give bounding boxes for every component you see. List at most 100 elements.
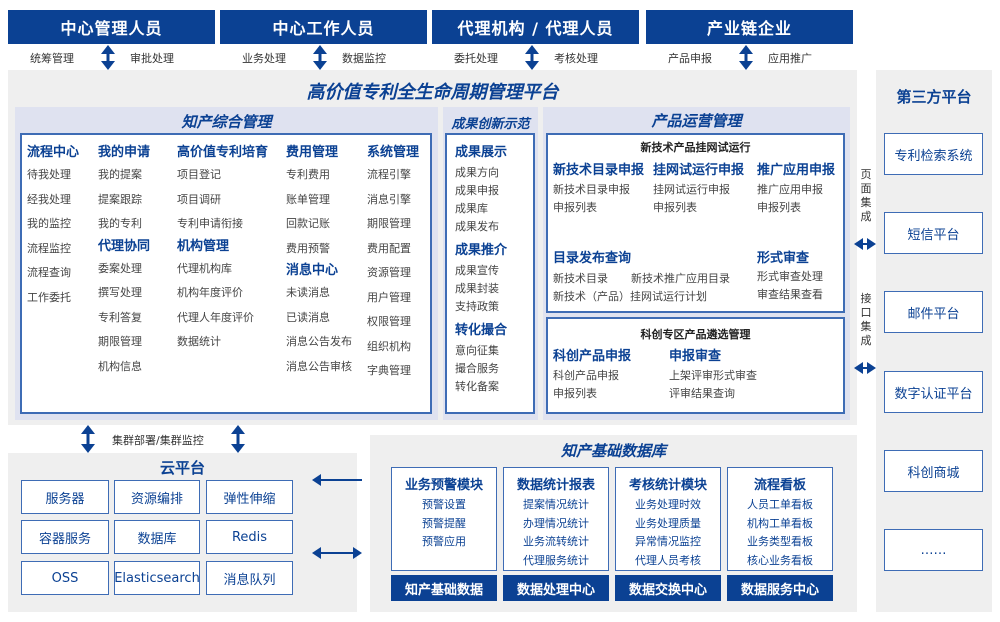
item-list: 科创产品申报申报列表 — [553, 367, 663, 403]
menu-item: 待我处理 — [27, 168, 71, 181]
double-arrow-icon — [312, 547, 362, 559]
menu-item: 消息引擎 — [367, 192, 411, 206]
ip-mgmt-title: 知产综合管理 — [181, 113, 272, 131]
item-list: 挂网试运行申报申报列表 — [653, 181, 748, 217]
third-party-title: 第三方平台 — [896, 88, 972, 106]
menu-item: 申报列表 — [757, 201, 801, 214]
menu-item: 成果宣传 — [455, 264, 499, 277]
menu-item: 成果申报 — [455, 184, 499, 197]
double-arrow-icon — [739, 45, 753, 70]
module-item: 业务处理时效 — [635, 498, 701, 511]
menu-item: 上架评审形式审查 — [669, 369, 757, 382]
double-arrow-icon — [854, 362, 876, 374]
section-heading: 转化撮合 — [455, 323, 508, 338]
menu-item: 提案跟踪 — [98, 192, 142, 206]
section-heading: 机构管理 — [177, 238, 230, 254]
achievements-box — [445, 133, 535, 414]
database-module: 业务预警模块预警设置预警提醒预警应用 — [391, 467, 497, 571]
menu-item: 我的专利 — [98, 217, 142, 230]
module-item: 预警提醒 — [422, 516, 466, 530]
double-arrow-icon — [313, 45, 327, 70]
menu-item: 形式审查处理 — [757, 270, 823, 283]
menu-item: 挂网试运行申报 — [653, 183, 730, 196]
database-center: 数据服务中心 — [727, 575, 833, 601]
menu-item: 成果库 — [455, 202, 488, 215]
menu-item: 新技术目录 — [553, 272, 608, 285]
menu-item: 代理机构库 — [177, 261, 232, 275]
section-heading: 我的申请 — [98, 145, 151, 160]
menu-item: 组织机构 — [367, 339, 411, 353]
module-item: 业务流转统计 — [523, 535, 589, 548]
menu-item: 申报列表 — [653, 201, 697, 214]
cloud-service: 弹性伸缩 — [206, 480, 293, 514]
module-item: 业务处理质量 — [635, 516, 701, 530]
role-box: 中心管理人员 — [8, 10, 215, 44]
ip-mgmt-column: 我的申请我的提案提案跟踪我的专利代理协同委案处理撰写处理专利答复期限管理机构信息 — [98, 143, 150, 379]
left-arrow-icon — [312, 474, 362, 486]
database-center: 知产基础数据 — [391, 575, 497, 601]
third-party-system: 数字认证平台 — [884, 371, 983, 413]
third-party-system: …… — [884, 529, 983, 571]
role-right-action: 审批处理 — [130, 52, 174, 65]
cloud-service: OSS — [21, 561, 109, 595]
module-heading: 流程看板 — [753, 478, 806, 493]
item-list: 上架评审形式审查评审结果查询 — [669, 367, 799, 403]
menu-item: 成果封装 — [455, 282, 499, 295]
menu-item: 期限管理 — [98, 335, 142, 348]
menu-item: 撰写处理 — [98, 286, 142, 299]
database-center: 数据交换中心 — [615, 575, 721, 601]
module-item: 办理情况统计 — [523, 516, 589, 530]
menu-item: 经我处理 — [27, 192, 71, 206]
menu-item: 消息公告发布 — [286, 335, 352, 348]
menu-item: 机构年度评价 — [177, 286, 243, 299]
menu-item: 已读消息 — [286, 310, 330, 324]
module-item: 代理人员考核 — [635, 553, 701, 567]
menu-item: 机构信息 — [98, 359, 142, 373]
section-heading: 代理协同 — [98, 238, 151, 254]
role-left-action: 委托处理 — [454, 52, 498, 65]
module-item: 人员工单看板 — [747, 498, 813, 511]
double-arrow-icon — [231, 425, 245, 453]
section-heading: 成果推介 — [455, 243, 508, 258]
section-heading: 高价值专利培育 — [177, 145, 269, 160]
cluster-label: 集群部署/集群监控 — [112, 434, 204, 447]
module-item: 提案情况统计 — [523, 498, 589, 511]
menu-item: 科创产品申报 — [553, 369, 619, 382]
menu-item: 专利申请衔接 — [177, 217, 243, 230]
role-right-action: 考核处理 — [554, 52, 598, 65]
module-item: 机构工单看板 — [747, 516, 813, 530]
menu-item: 撮合服务 — [455, 362, 499, 375]
cloud-service: 服务器 — [21, 480, 109, 514]
menu-item: 申报列表 — [553, 387, 597, 400]
menu-item: 成果方向 — [455, 166, 499, 179]
role-left-action: 产品申报 — [668, 52, 712, 65]
section-heading: 新技术目录申报 — [553, 163, 645, 178]
kechuang-box — [546, 317, 845, 414]
database-title: 知产基础数据库 — [560, 442, 666, 460]
role-left-action: 统筹管理 — [30, 52, 74, 65]
menu-item: 代理人年度评价 — [177, 310, 254, 324]
cloud-service: Elasticsearch — [114, 561, 200, 595]
module-heading: 考核统计模块 — [628, 478, 707, 493]
menu-item: 成果发布 — [455, 220, 499, 233]
menu-item: 推广应用申报 — [757, 183, 823, 196]
menu-item: 流程引擎 — [367, 168, 411, 181]
achievements-list: 成果展示成果方向成果申报成果库成果发布成果推介成果宣传成果封装支持政策转化撮合意… — [455, 142, 507, 396]
cloud-service: Redis — [206, 520, 293, 554]
item-list: 新技术目录申报申报列表 — [553, 181, 648, 217]
section-heading: 目录发布查询 — [553, 251, 632, 266]
ip-mgmt-column: 费用管理专利费用账单管理回款记账费用预警消息中心未读消息已读消息消息公告发布消息… — [286, 143, 352, 379]
module-heading: 业务预警模块 — [404, 478, 483, 493]
menu-item: 流程监控 — [27, 241, 71, 255]
module-heading: 数据统计报表 — [516, 478, 595, 493]
menu-item: 资源管理 — [367, 266, 411, 279]
ip-mgmt-box — [20, 133, 432, 414]
database-module: 流程看板人员工单看板机构工单看板业务类型看板核心业务看板 — [727, 467, 833, 571]
section-heading: 流程中心 — [27, 145, 80, 160]
section-heading: 费用管理 — [286, 145, 339, 160]
menu-item: 新技术目录申报 — [553, 183, 630, 196]
menu-item: 消息公告审核 — [286, 359, 352, 373]
menu-item: 转化备案 — [455, 380, 499, 393]
double-arrow-icon — [81, 425, 95, 453]
feature-group: 申报审查上架评审形式审查评审结果查询 — [669, 348, 799, 403]
